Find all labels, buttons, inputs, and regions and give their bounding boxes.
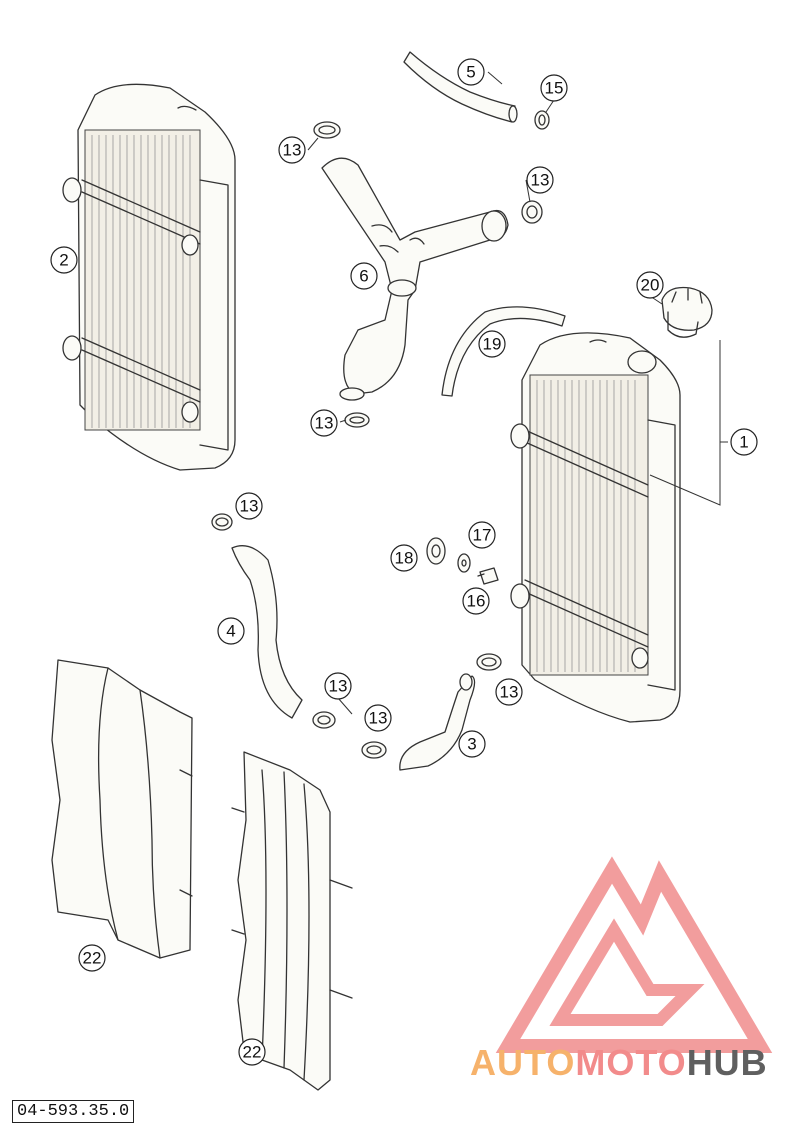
- svg-text:22: 22: [83, 949, 102, 968]
- svg-text:13: 13: [369, 709, 388, 728]
- svg-text:13: 13: [531, 171, 550, 190]
- callout-22-b: 22: [238, 1038, 266, 1066]
- callout-13-a: 13: [278, 136, 306, 164]
- watermark-moto: MOTO: [575, 1042, 687, 1083]
- hose-clamp-13-hose4-top: [211, 513, 233, 531]
- watermark-auto: AUTO: [470, 1042, 576, 1083]
- callout-5: 5: [457, 58, 485, 86]
- watermark-text: AUTOMOTOHUB: [470, 1042, 768, 1084]
- svg-text:19: 19: [483, 335, 502, 354]
- hose-clamp-13-mid: [344, 412, 370, 428]
- callout-6: 6: [350, 262, 378, 290]
- callout-2: 2: [50, 246, 78, 274]
- hose-clamp-13-hose4-bottom: [312, 711, 336, 729]
- callout-1: 1: [730, 428, 758, 456]
- hose-clamp-13-hose3-bottom: [361, 741, 387, 759]
- left-radiator: [62, 83, 236, 471]
- svg-text:6: 6: [359, 267, 368, 286]
- svg-text:17: 17: [473, 526, 492, 545]
- callout-13-d: 13: [235, 492, 263, 520]
- watermark-logo: [495, 856, 773, 1053]
- callout-13-b: 13: [526, 166, 554, 194]
- hose-clamp-13-hose3-top: [476, 653, 502, 671]
- callout-18: 18: [390, 544, 418, 572]
- radiator-guard-left: [51, 659, 193, 959]
- radiator-guard-right: [231, 751, 353, 1091]
- leader-lines: [307, 71, 728, 715]
- svg-text:13: 13: [240, 497, 259, 516]
- drawing-number: 04-593.35.0: [12, 1100, 135, 1123]
- right-radiator: [510, 332, 681, 723]
- svg-text:15: 15: [545, 79, 564, 98]
- svg-text:16: 16: [467, 592, 486, 611]
- callout-22-a: 22: [78, 944, 106, 972]
- hose-clamp-13-upper-left: [313, 121, 341, 139]
- svg-text:1: 1: [739, 433, 748, 452]
- y-hose-6: [321, 157, 509, 401]
- svg-text:13: 13: [283, 141, 302, 160]
- svg-text:13: 13: [500, 683, 519, 702]
- washer-17: [457, 553, 471, 573]
- radiator-cap: [661, 286, 713, 338]
- callout-3: 3: [458, 730, 486, 758]
- callout-19: 19: [478, 330, 506, 358]
- callout-13-e: 13: [324, 672, 352, 700]
- callout-13-g: 13: [364, 704, 392, 732]
- watermark-hub: HUB: [686, 1042, 768, 1083]
- callout-20: 20: [636, 271, 664, 299]
- callout-13-f: 13: [495, 678, 523, 706]
- grommet-18: [426, 537, 446, 565]
- bolt-16: [477, 567, 499, 585]
- hose-19: [441, 306, 566, 397]
- svg-text:22: 22: [243, 1043, 262, 1062]
- svg-text:4: 4: [226, 622, 235, 641]
- callout-15: 15: [540, 74, 568, 102]
- svg-text:20: 20: [641, 276, 660, 295]
- callout-13-c: 13: [310, 409, 338, 437]
- svg-text:18: 18: [395, 549, 414, 568]
- callout-4: 4: [217, 617, 245, 645]
- svg-text:13: 13: [315, 414, 334, 433]
- svg-text:2: 2: [59, 251, 68, 270]
- svg-text:13: 13: [329, 677, 348, 696]
- hose-4: [231, 545, 303, 719]
- svg-text:5: 5: [466, 63, 475, 82]
- svg-text:3: 3: [467, 735, 476, 754]
- hose-3: [399, 673, 476, 771]
- callout-16: 16: [462, 587, 490, 615]
- hose-5: [403, 51, 518, 123]
- callout-17: 17: [468, 521, 496, 549]
- hose-clamp-13-upper-right: [521, 200, 543, 224]
- hose-clamp-15: [534, 110, 550, 130]
